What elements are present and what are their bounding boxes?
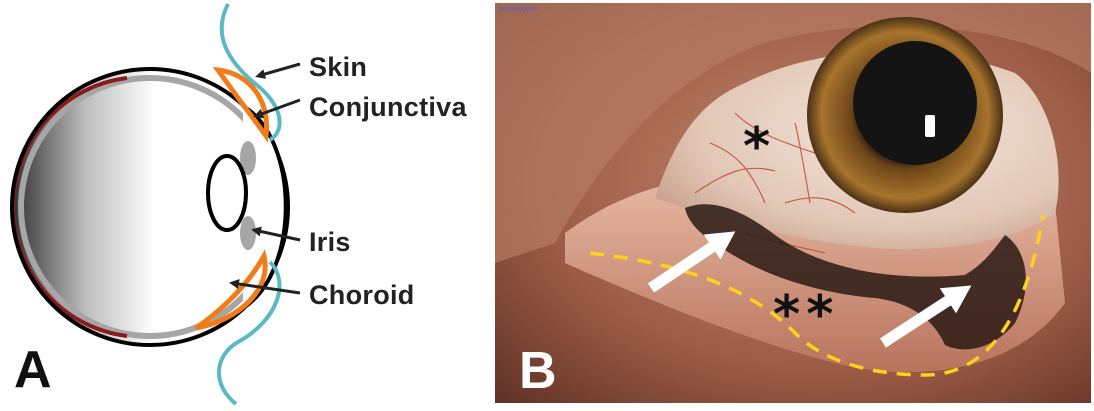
marker-single-asterisk: * xyxy=(743,121,770,173)
label-conjunctiva: Conjunctiva xyxy=(309,92,467,123)
marker-double-asterisk: ** xyxy=(773,289,839,341)
panel-letter-a: A xyxy=(14,344,52,396)
panel-letter-b: B xyxy=(519,345,557,397)
corneal-reflex xyxy=(925,115,935,137)
image-corner-tag: 0000000000 xyxy=(499,6,537,13)
panel-b-photograph: 0000000000 * ** B xyxy=(495,3,1091,403)
label-iris: Iris xyxy=(309,227,351,258)
skin-pointer xyxy=(258,64,300,76)
label-choroid: Choroid xyxy=(309,280,415,311)
label-skin: Skin xyxy=(309,52,367,83)
panel-a-diagram: Skin Conjunctiva Iris Choroid A xyxy=(0,0,490,406)
pupil xyxy=(853,41,977,165)
lens xyxy=(208,156,246,230)
eye-schematic xyxy=(0,0,490,406)
iris-lower xyxy=(240,216,256,250)
